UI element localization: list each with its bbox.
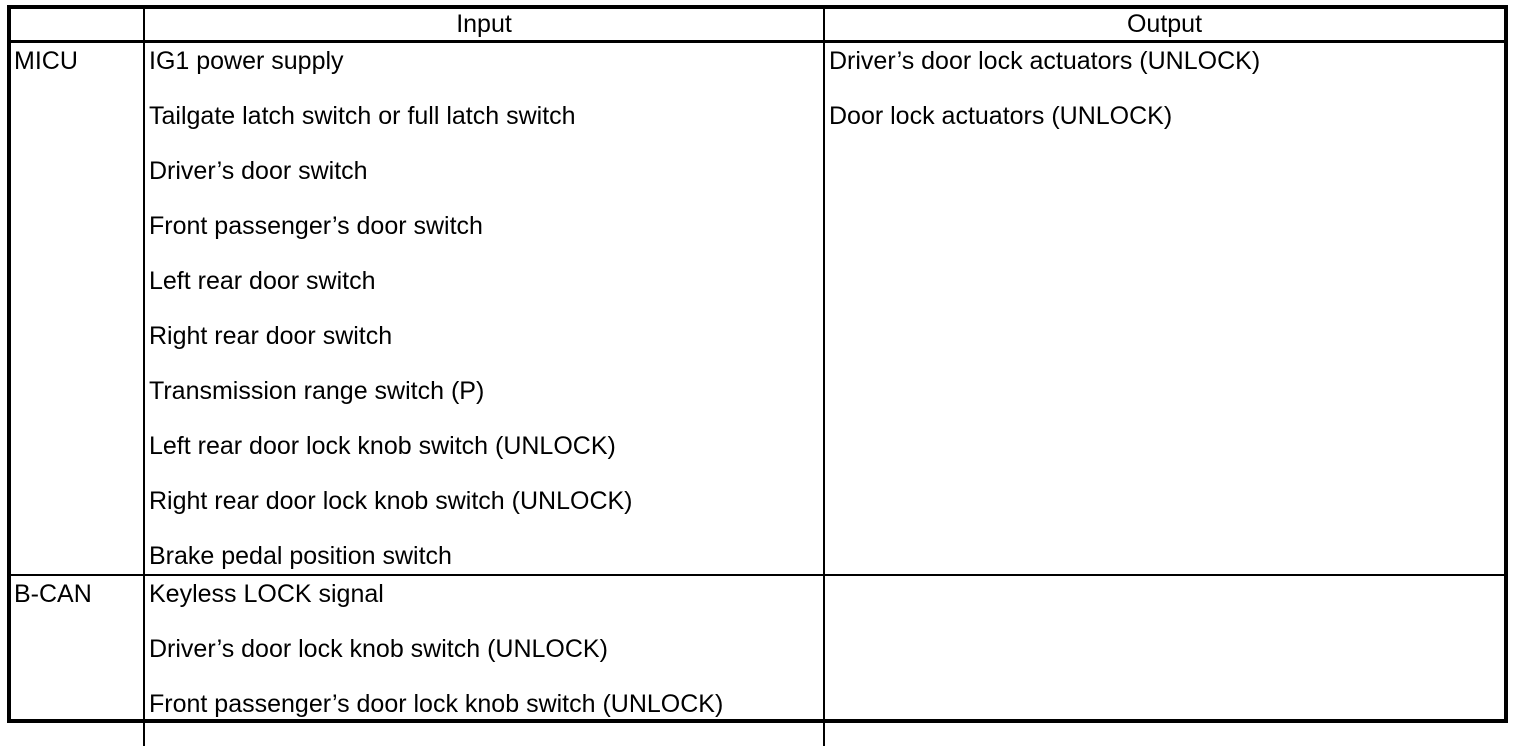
table-row-bcan: B-CAN Keyless LOCK signal Driver’s door …	[11, 576, 1504, 746]
input-item: Left rear door switch	[149, 267, 376, 295]
input-item: Right rear door switch	[149, 322, 393, 350]
header-cell-input: Input	[145, 9, 825, 40]
micu-output-list: Driver’s door lock actuators (UNLOCK) Do…	[825, 43, 1504, 574]
bcan-input-list: Keyless LOCK signal Driver’s door lock k…	[145, 576, 825, 746]
output-item: Driver’s door lock actuators (UNLOCK)	[829, 47, 1261, 75]
input-item: Front passenger’s door switch	[149, 212, 483, 240]
output-item: Door lock actuators (UNLOCK)	[829, 102, 1173, 130]
input-output-signal-table: Input Output MICU IG1 power supply Tailg…	[7, 5, 1508, 746]
source-label-bcan: B-CAN	[11, 576, 145, 746]
input-item: Front passenger’s door lock knob switch …	[149, 690, 724, 718]
header-cell-source	[11, 9, 145, 40]
input-item: Keyless LOCK signal	[149, 580, 384, 608]
source-label-micu: MICU	[11, 43, 145, 574]
header-cell-output: Output	[1126, 10, 1203, 38]
bcan-output-list	[825, 576, 1504, 746]
input-item: Driver’s door switch	[149, 157, 368, 185]
input-item: Right rear door lock knob switch (UNLOCK…	[149, 487, 633, 515]
table-header-row: Input Output	[11, 9, 1504, 43]
input-item: Brake pedal position switch	[149, 542, 452, 570]
input-item: IG1 power supply	[149, 47, 344, 75]
input-item: Left rear door lock knob switch (UNLOCK)	[149, 432, 616, 460]
table-row-micu: MICU IG1 power supply Tailgate latch swi…	[11, 43, 1504, 576]
input-item: Transmission range switch (P)	[149, 377, 485, 405]
input-item: Driver’s door lock knob switch (UNLOCK)	[149, 635, 608, 663]
micu-input-list: IG1 power supply Tailgate latch switch o…	[145, 43, 825, 574]
input-item: Tailgate latch switch or full latch swit…	[149, 102, 576, 130]
